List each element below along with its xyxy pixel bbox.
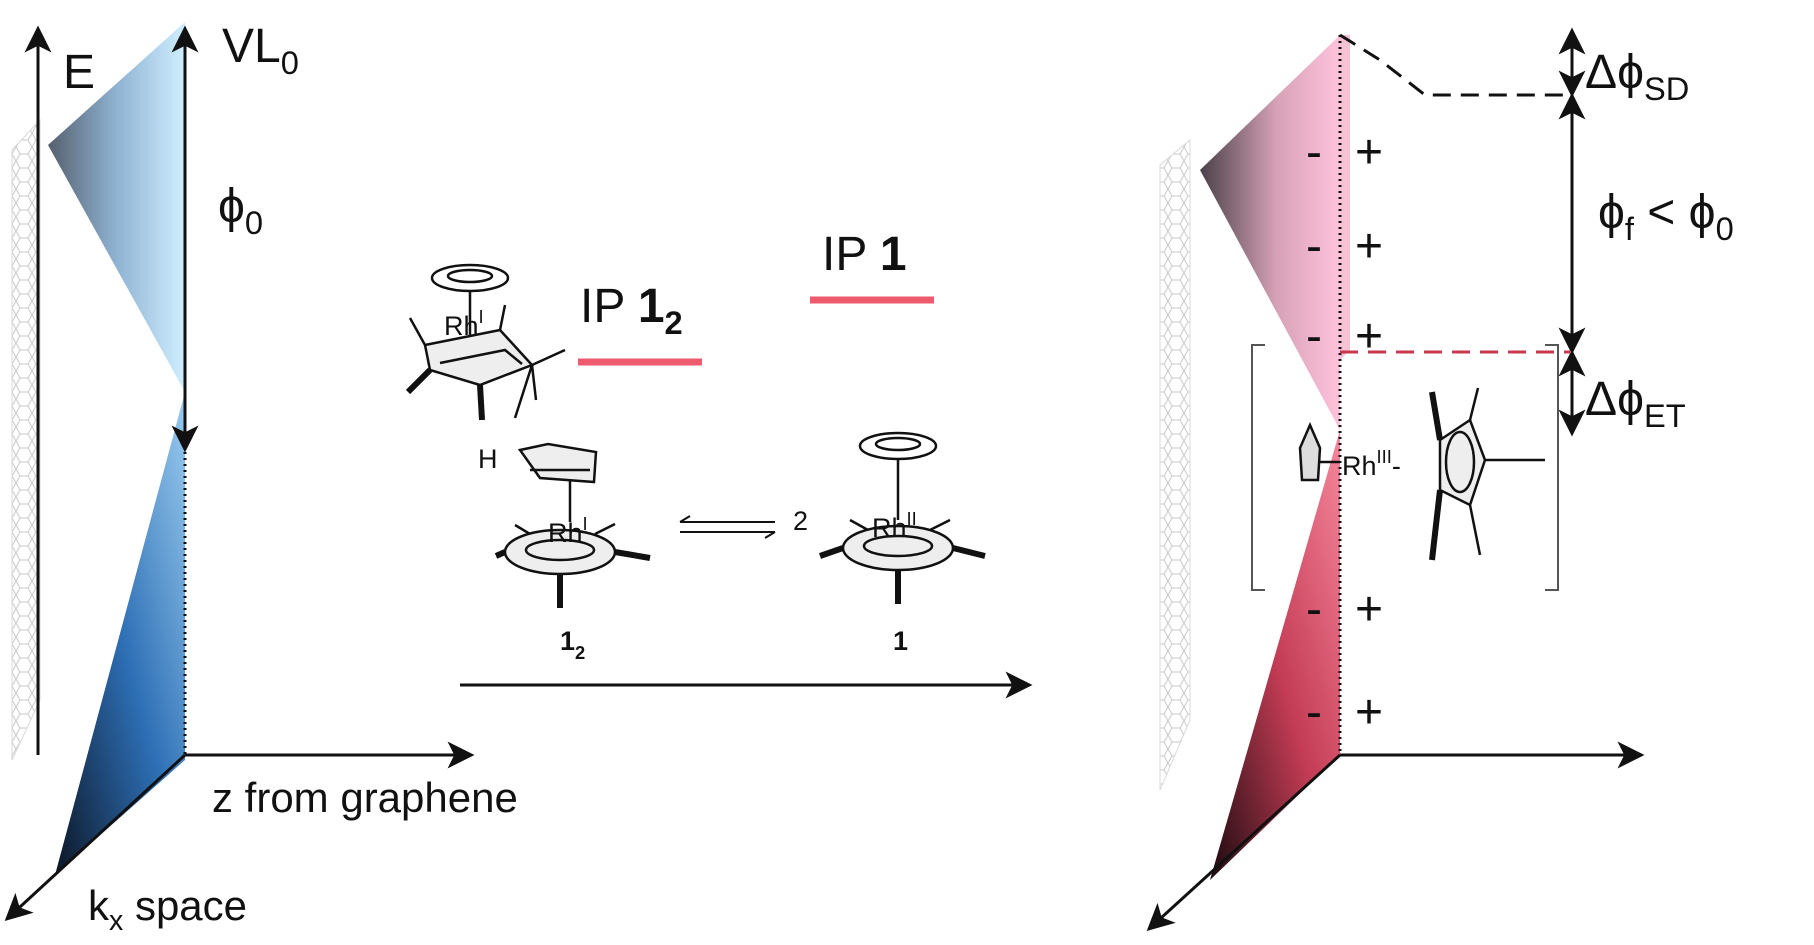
minus-sign: - bbox=[1306, 686, 1322, 739]
monomer-compound-label: 1 bbox=[893, 626, 908, 656]
right-graphene-sheet bbox=[1159, 138, 1191, 791]
minus-sign: - bbox=[1306, 220, 1322, 273]
plus-sign: + bbox=[1355, 220, 1383, 273]
reaction-scheme: IP 12 IP 1 R bbox=[405, 228, 1033, 699]
cation-structure bbox=[1251, 344, 1559, 591]
plus-sign: + bbox=[1355, 686, 1383, 739]
minus-sign: - bbox=[1306, 310, 1322, 363]
plus-sign: + bbox=[1355, 126, 1383, 179]
surface-dipole-dashed bbox=[1339, 33, 1570, 97]
right-k-axis bbox=[1146, 753, 1342, 932]
stoichiometry-two: 2 bbox=[793, 506, 808, 536]
dimer-structure bbox=[405, 263, 651, 608]
k-axis-label: kx space bbox=[88, 882, 247, 937]
right-band-diagram: ΔϕSD ϕf < ϕ0 ΔϕET - + - + - + - + - + bbox=[1146, 27, 1734, 932]
dimer-compound-label: 12 bbox=[560, 626, 585, 663]
right-bracket bbox=[1545, 344, 1559, 591]
monomer-structure bbox=[819, 431, 986, 604]
minus-sign: - bbox=[1306, 126, 1322, 179]
z-axis-label: z from graphene bbox=[212, 774, 518, 821]
rh-bottom-label: RhI bbox=[548, 513, 588, 548]
cp-ring-top-inner bbox=[446, 268, 494, 284]
left-lower-cone bbox=[55, 392, 185, 875]
delta-et-label: ΔϕET bbox=[1585, 373, 1686, 434]
work-function-label: ϕ0 bbox=[218, 180, 263, 241]
minus-sign: - bbox=[1306, 583, 1322, 636]
cation-rh-label: RhIII- bbox=[1342, 446, 1401, 481]
cp-ring-bottom bbox=[517, 442, 598, 484]
left-bracket bbox=[1251, 344, 1265, 591]
plus-sign: + bbox=[1355, 310, 1383, 363]
ip-monomer-label: IP 1 bbox=[822, 228, 907, 281]
hydrogen-label: H bbox=[478, 444, 498, 474]
vacuum-level-label: VL0 bbox=[222, 20, 299, 81]
phi-f-relation-label: ϕf < ϕ0 bbox=[1598, 186, 1734, 247]
equilibrium-arrows bbox=[679, 515, 776, 539]
cp-star-ring-top bbox=[423, 328, 535, 387]
left-k-axis bbox=[4, 753, 187, 922]
energy-axis-label: E bbox=[63, 46, 95, 99]
rh-monomer-label: RhII bbox=[872, 508, 917, 543]
right-lower-cone bbox=[1210, 430, 1340, 880]
right-upper-cone bbox=[1200, 35, 1340, 430]
delta-sd-label: ΔϕSD bbox=[1585, 46, 1689, 107]
left-upper-cone bbox=[48, 22, 185, 392]
plus-sign: + bbox=[1355, 583, 1383, 636]
rh-top-label: RhI bbox=[444, 306, 484, 341]
left-band-diagram: E VL0 ϕ0 z from graphene kx space bbox=[4, 20, 518, 937]
ip-dimer-label: IP 12 bbox=[580, 280, 683, 341]
interface-charges: - + - + - + - + - + bbox=[1306, 126, 1383, 739]
left-graphene-sheet bbox=[11, 118, 41, 761]
cp-ring-cation bbox=[1298, 421, 1322, 482]
right-upper-pink-band bbox=[1340, 35, 1350, 360]
